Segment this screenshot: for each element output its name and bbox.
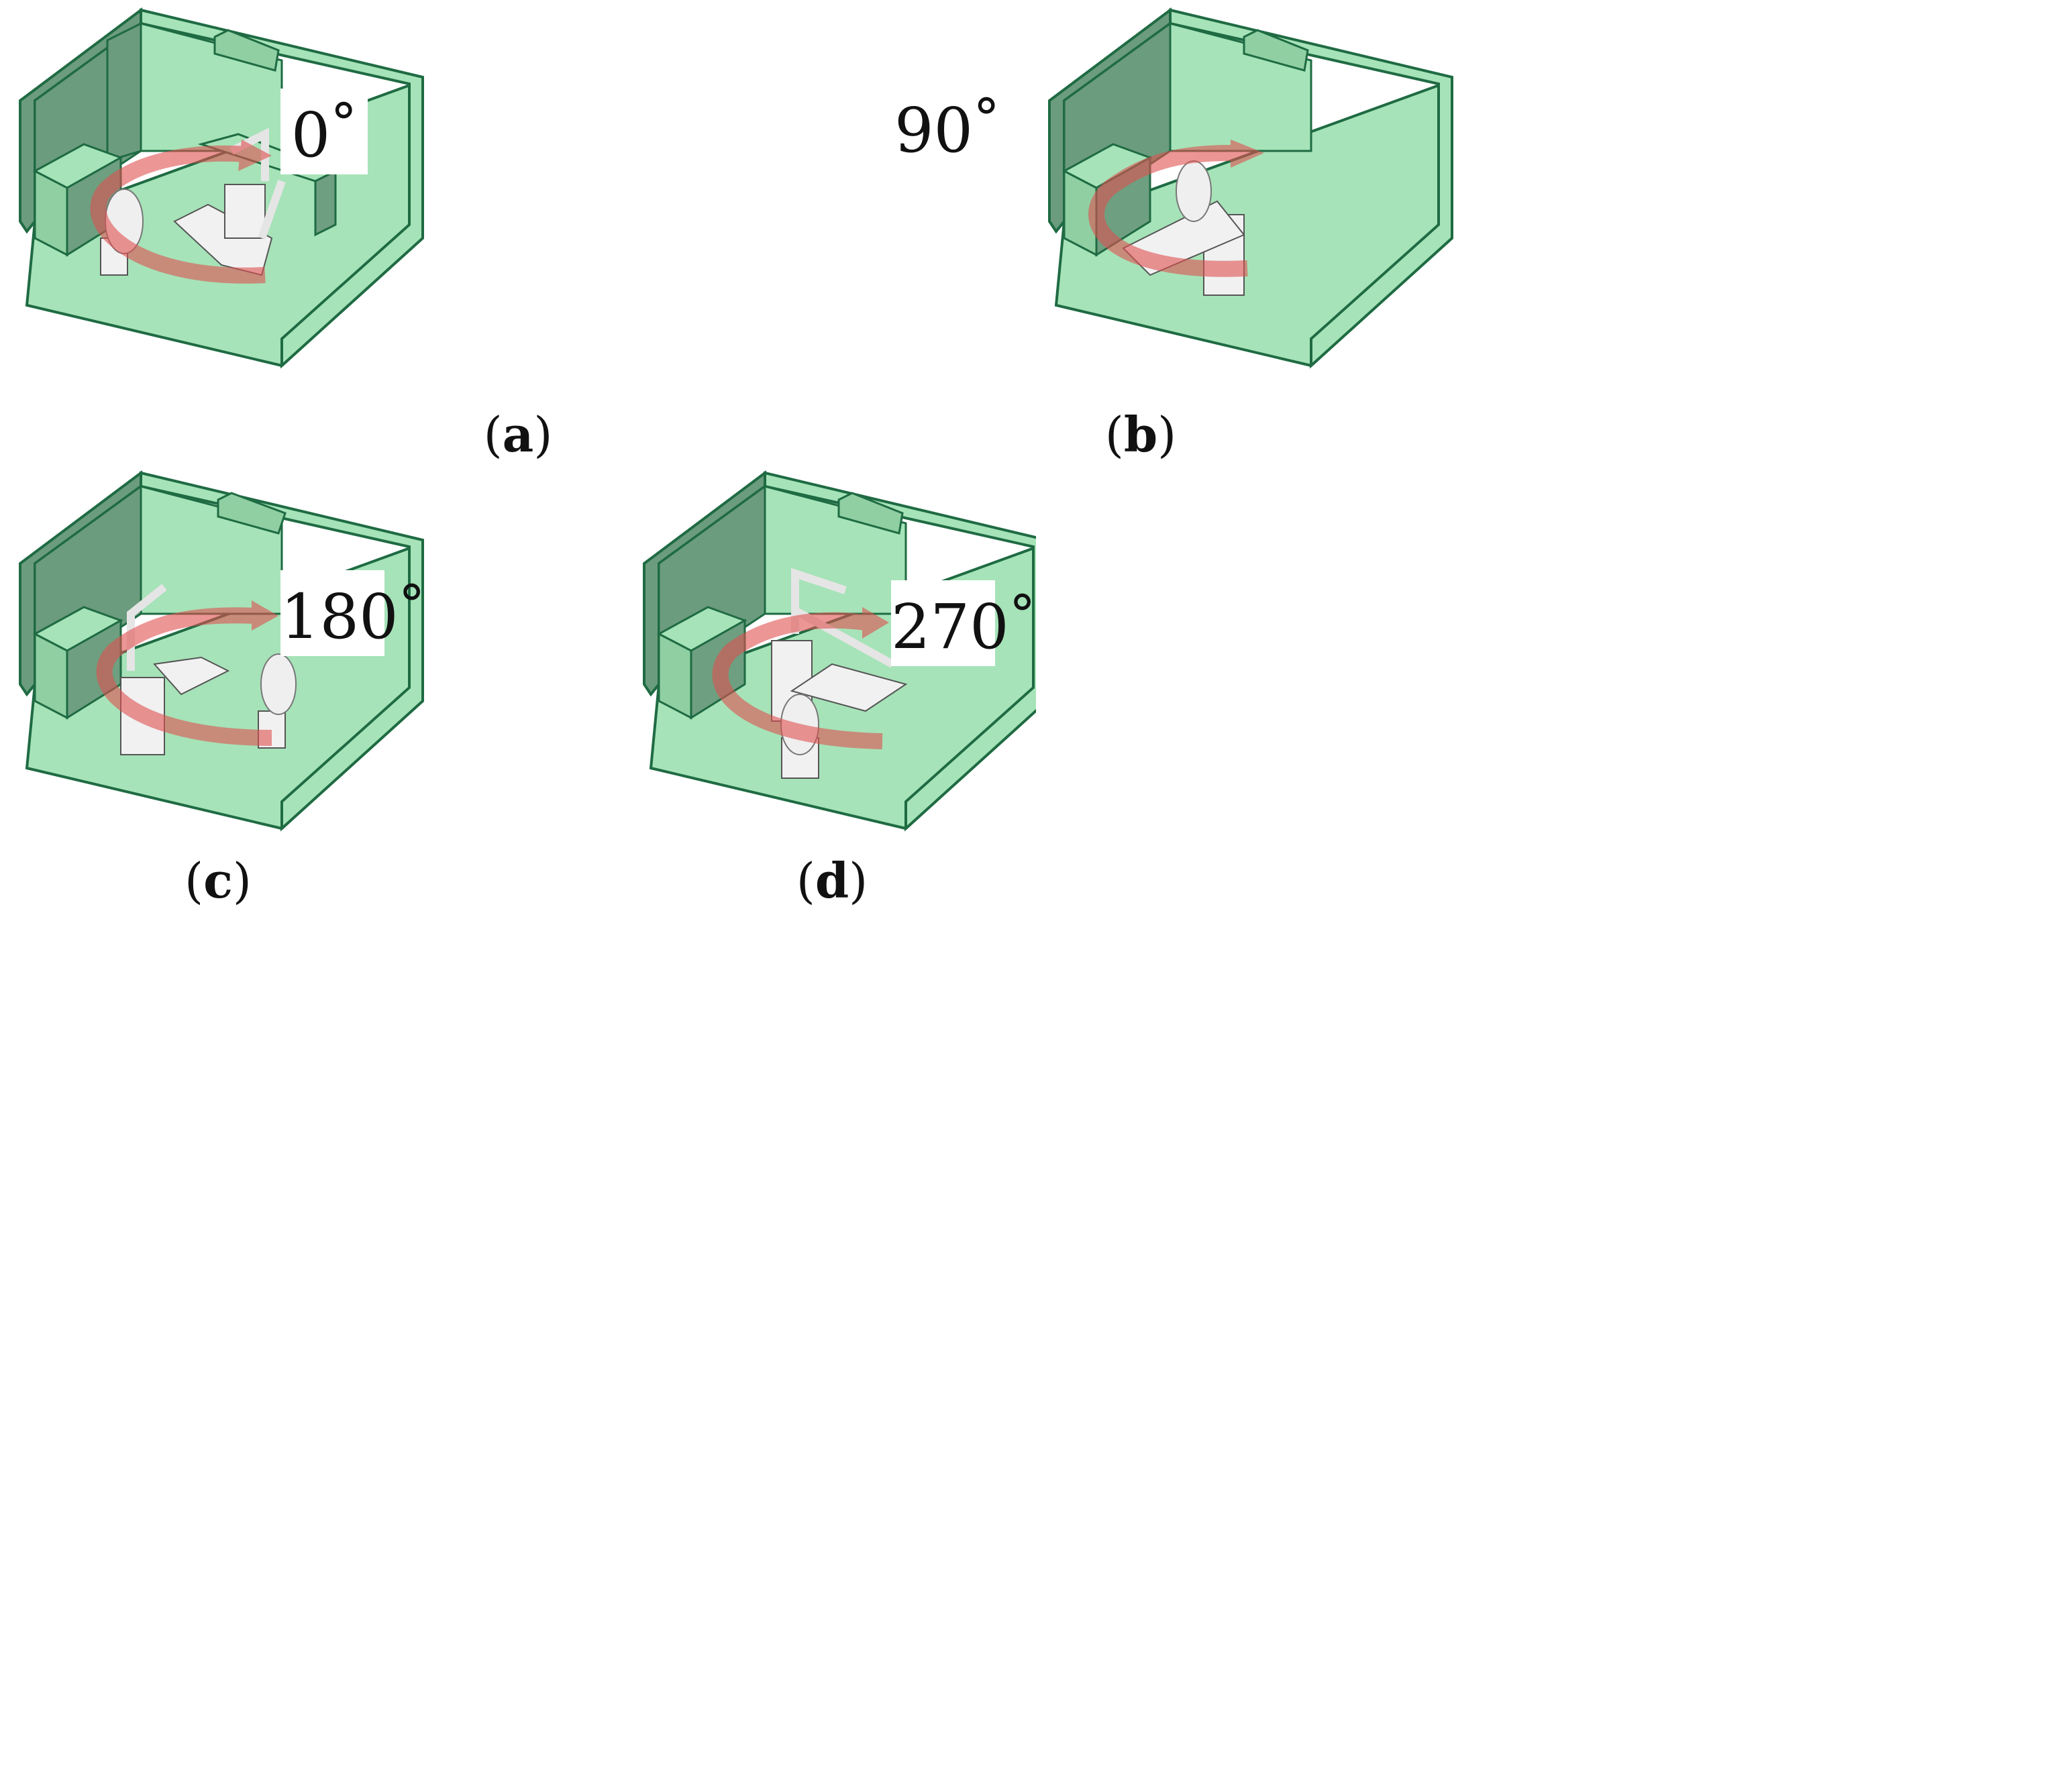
air-conditioner	[213, 29, 280, 72]
cabinet-side-right	[314, 169, 337, 237]
air-conditioner	[1243, 29, 1309, 72]
panel-caption-c: (c)	[184, 852, 252, 909]
seated-person	[260, 653, 297, 715]
panel-a: 0° (a)	[0, 0, 1036, 888]
dental-chair	[153, 656, 230, 696]
degree-symbol: °	[398, 574, 425, 636]
rotation-arrow	[1088, 140, 1264, 277]
panel-b: (b)	[895, 0, 2072, 888]
panel-letter: b	[1123, 406, 1158, 463]
lamp-arm	[127, 584, 167, 671]
angle-label-panel-b: 90°	[894, 84, 1000, 170]
angle-value: 90	[894, 95, 974, 166]
angle-value: 0	[291, 99, 331, 171]
panel-letter: a	[502, 406, 534, 463]
panel-letter: d	[815, 852, 849, 909]
panel-letter: c	[203, 852, 233, 909]
panel-c	[0, 0, 1036, 888]
room-illustration	[19, 470, 424, 832]
room-model	[1048, 7, 1453, 369]
chair-base	[224, 184, 266, 239]
panel-caption: (a)	[483, 406, 553, 463]
degree-symbol: °	[1008, 584, 1036, 646]
angle-value: 270	[891, 591, 1009, 663]
angle-label-panel-c: 180°	[280, 570, 425, 656]
air-conditioner	[217, 492, 287, 535]
room-illustration	[643, 470, 1036, 832]
dental-chair	[173, 203, 273, 276]
seated-person	[1176, 160, 1212, 222]
degree-symbol: °	[973, 87, 1000, 150]
rotation-arrow	[90, 140, 272, 284]
angle-label-panel-d: 270°	[891, 580, 1036, 666]
degree-symbol: °	[330, 92, 358, 154]
air-conditioner	[837, 492, 904, 535]
dental-chair	[790, 663, 908, 712]
room-illustration	[1048, 7, 1453, 369]
panel-caption: (b)	[1104, 406, 1177, 463]
rotation-arrow	[96, 600, 278, 746]
panel-caption-d: (d)	[796, 852, 868, 909]
panel-d	[0, 0, 1036, 888]
rotation-arrow	[712, 607, 889, 749]
angle-value: 180	[280, 581, 399, 653]
angle-label: 0°	[280, 89, 368, 174]
